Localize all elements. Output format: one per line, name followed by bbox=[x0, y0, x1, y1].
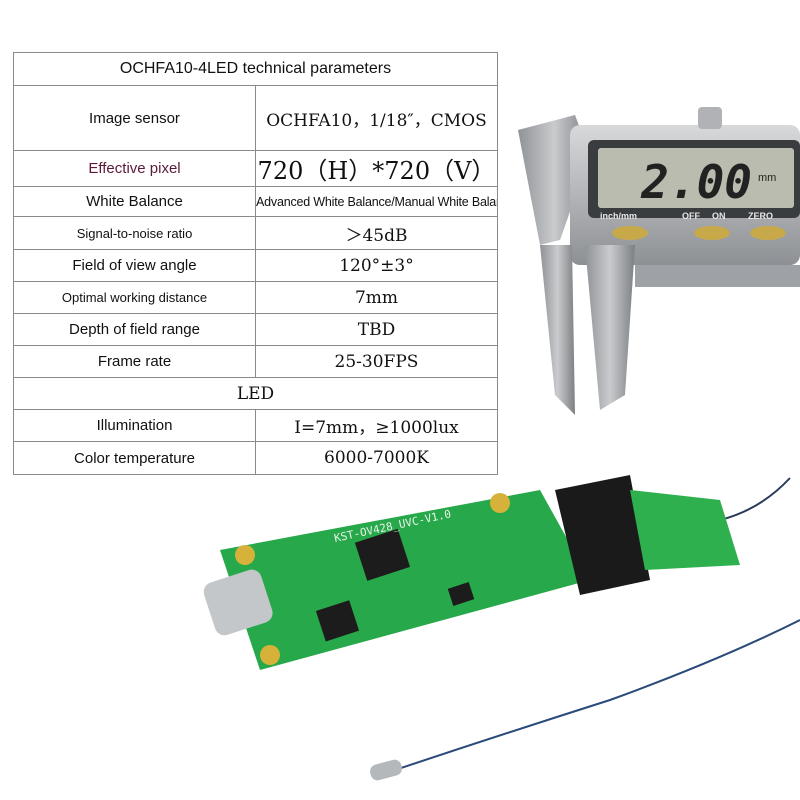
row-value: OCHFA10，1/18″，CMOS bbox=[255, 85, 498, 151]
caliper-jaw-lower-slide bbox=[585, 245, 635, 410]
row-value: 6000-7000K bbox=[255, 441, 498, 475]
row-value: 120°±3° bbox=[255, 249, 498, 282]
caliper-lcd bbox=[598, 148, 794, 208]
row-label: Frame rate bbox=[13, 345, 256, 378]
pcb-board bbox=[220, 490, 590, 670]
row-label: Optimal working distance bbox=[13, 281, 256, 314]
row-label: Depth of field range bbox=[13, 313, 256, 346]
caliper-button-label: ZERO bbox=[748, 211, 773, 221]
row-label: Field of view angle bbox=[13, 249, 256, 282]
probe-cable bbox=[394, 619, 800, 771]
caliper-reading: 2.00 bbox=[640, 155, 752, 209]
caliper-unit: mm bbox=[758, 172, 776, 184]
row-label: Signal-to-noise ratio bbox=[13, 216, 256, 250]
row-label: White Balance bbox=[13, 186, 256, 217]
caliper-button bbox=[750, 226, 786, 240]
caliper-button-label: inch/mm bbox=[600, 211, 637, 221]
gold-pad bbox=[235, 545, 255, 565]
gold-pad bbox=[490, 493, 510, 513]
chip-small bbox=[447, 582, 475, 606]
row-value: ＞45dB bbox=[255, 216, 498, 250]
pin-header-connector bbox=[555, 475, 650, 595]
caliper-jaw-lower-fixed bbox=[540, 245, 575, 415]
caliper-button-label: OFF bbox=[682, 211, 700, 221]
caliper-beam bbox=[635, 265, 800, 287]
chip-secondary bbox=[315, 600, 360, 642]
caliper-button bbox=[694, 226, 730, 240]
row-label: Image sensor bbox=[13, 85, 256, 151]
caliper-photo: 2.00 mm inch/mm OFF ON ZERO bbox=[518, 107, 800, 415]
row-value: I=7mm，≥1000lux bbox=[255, 409, 498, 442]
flex-board bbox=[630, 490, 740, 570]
camera-probe bbox=[370, 759, 402, 781]
row-label: Color temperature bbox=[13, 441, 256, 475]
gold-pad bbox=[260, 645, 280, 665]
row-value: TBD bbox=[255, 313, 498, 346]
probe-cable-upper bbox=[719, 477, 791, 521]
row-label: Illumination bbox=[13, 409, 256, 442]
row-value: Advanced White Balance/Manual White Bala… bbox=[255, 186, 498, 217]
row-value: 25-30FPS bbox=[255, 345, 498, 378]
caliper-thumbwheel bbox=[698, 107, 722, 129]
row-value: 720（H）*720（V） bbox=[255, 150, 498, 187]
row-value: 7mm bbox=[255, 281, 498, 314]
usb-c-port bbox=[203, 569, 273, 636]
led-header: LED bbox=[13, 377, 498, 410]
caliper-button bbox=[612, 226, 648, 240]
row-label: Effective pixel bbox=[13, 150, 256, 187]
chip-main bbox=[354, 528, 411, 581]
pcb-photo: KST-OV428_UVC-V1.0 bbox=[203, 475, 800, 781]
caliper-button-label: ON bbox=[712, 211, 726, 221]
table-title: OCHFA10-4LED technical parameters bbox=[13, 52, 498, 86]
spec-table: OCHFA10-4LED technical parameters Image … bbox=[13, 52, 498, 475]
